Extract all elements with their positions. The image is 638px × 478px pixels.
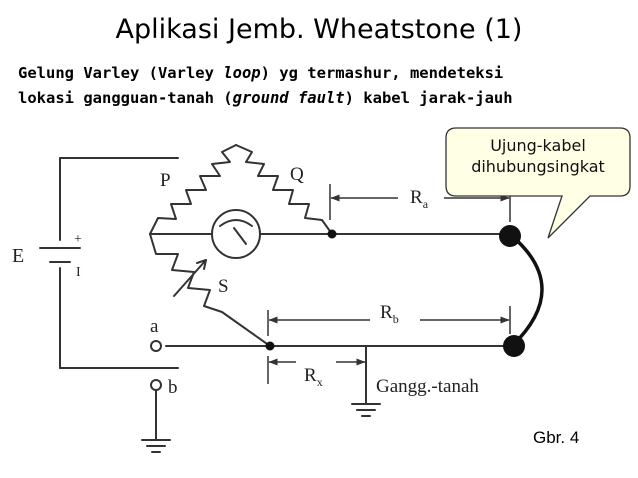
galvanometer-scale xyxy=(219,219,253,227)
callout-line-1: Ujung-kabel xyxy=(490,136,586,155)
label-ra-sub: a xyxy=(423,197,429,211)
label-e: E xyxy=(12,245,24,267)
resistor-s xyxy=(149,233,271,347)
figure-label: Gbr. 4 xyxy=(533,428,580,447)
label-ra: Ra xyxy=(410,187,429,211)
subtitle-2-part-a: lokasi gangguan-tanah ( xyxy=(18,89,233,107)
callout-line-2: dihubungsingkat xyxy=(471,157,605,176)
label-s: S xyxy=(218,276,229,297)
resistor-p xyxy=(149,144,237,235)
label-minus: I xyxy=(76,265,81,280)
terminal-a xyxy=(150,340,162,352)
label-rx-sub: x xyxy=(317,375,323,389)
subtitle-1-part-a: Gelung Varley (Varley xyxy=(18,64,224,82)
label-plus: + xyxy=(74,232,82,247)
cable-end-bottom xyxy=(503,335,525,357)
resistor-q xyxy=(235,144,333,235)
slide-title: Aplikasi Jemb. Wheatstone (1) xyxy=(115,14,523,45)
label-rx-main: R xyxy=(304,365,317,386)
label-rb-main: R xyxy=(380,302,393,323)
subtitle-2-italic: ground fault xyxy=(232,89,345,107)
cable-end-top xyxy=(499,225,521,247)
label-rb-sub: b xyxy=(393,312,399,326)
label-ra-main: R xyxy=(410,187,423,208)
galvanometer-needle xyxy=(233,227,247,245)
subtitle-line-2: lokasi gangguan-tanah (ground fault) kab… xyxy=(18,89,628,107)
junction-node-top xyxy=(327,229,337,239)
label-ground-fault: Gangg.-tanah xyxy=(376,376,479,397)
subtitle-2-part-c: ) kabel jarak-jauh xyxy=(344,89,513,107)
terminal-b xyxy=(150,379,162,391)
label-p: P xyxy=(160,170,171,191)
label-q: Q xyxy=(290,164,304,185)
label-rb: Rb xyxy=(380,302,399,326)
label-terminal-b: b xyxy=(168,377,178,398)
callout-bubble xyxy=(445,127,631,239)
label-terminal-a: a xyxy=(150,316,159,337)
subtitle-1-part-c: ) yg termashur, mendeteksi xyxy=(260,64,504,82)
cable-short-loop xyxy=(510,234,544,348)
rheostat-arrow xyxy=(173,259,207,297)
callout-text: Ujung-kabel dihubungsingkat xyxy=(452,135,624,177)
subtitle-line-1: Gelung Varley (Varley loop) yg termashur… xyxy=(18,64,628,82)
label-rx: Rx xyxy=(304,365,323,389)
subtitle-1-italic: loop xyxy=(223,64,261,82)
junction-node-bottom xyxy=(265,341,275,351)
rheostat-arrowhead xyxy=(196,259,207,270)
galvanometer xyxy=(211,209,261,259)
